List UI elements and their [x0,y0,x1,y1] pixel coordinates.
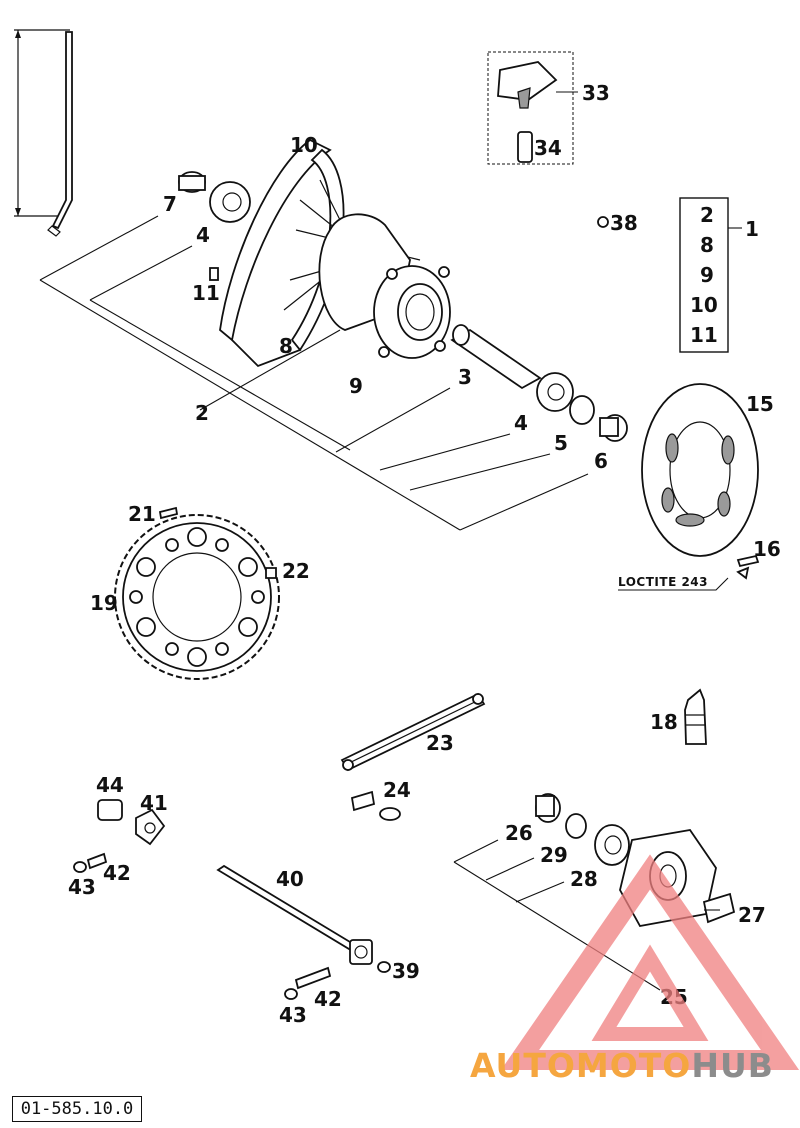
callout-44: 44 [96,773,124,797]
callout-39: 39 [392,959,420,983]
callout-41: 41 [140,791,168,815]
callout-7: 7 [163,192,177,216]
callout-26: 26 [505,821,533,845]
chain-drawing [340,692,486,821]
axle-drawing [216,864,391,973]
watermark-part1: AUTOMOTO [470,1046,692,1085]
callout-38: 38 [610,211,638,235]
bottle-drawing [684,688,707,745]
callout-2: 2 [195,401,209,425]
callout-43: 43 [279,1003,307,1027]
callout-34: 34 [534,136,562,160]
axle-parts-drawing [450,324,628,442]
callout-21: 21 [128,502,156,526]
leader-lines [39,215,589,531]
callout-9: 9 [349,374,363,398]
callout-16: 16 [753,537,781,561]
callout-15: 15 [746,392,774,416]
callout-4: 4 [514,411,528,435]
watermark-text: AUTOMOTOHUB [470,1046,774,1085]
callout-43: 43 [68,875,96,899]
callout-5: 5 [554,431,568,455]
kit-label: 1 [745,217,759,241]
callout-6: 6 [594,449,608,473]
sprocket-drawing [114,506,280,680]
callout-28: 28 [570,867,598,891]
callout-42: 42 [314,987,342,1011]
kit-item: 2 [700,203,714,227]
callout-40: 40 [276,867,304,891]
kit-item: 10 [690,293,718,317]
watermark-logo [500,854,800,1070]
valve-box [487,51,578,165]
callout-29: 29 [540,843,568,867]
chain-adjuster-drawing [73,799,166,873]
rear-wheel-drawing [178,138,451,368]
callout-11: 11 [192,281,220,305]
kit-item: 9 [700,263,714,287]
callout-3: 3 [458,365,472,389]
callout-27: 27 [738,903,766,927]
leader-lines [453,839,720,991]
callout-19: 19 [90,591,118,615]
kit-item: 11 [690,323,718,347]
sprocket-carrier-drawing [535,793,736,928]
spoke-drawing [14,29,73,237]
kit-box [679,197,729,353]
reference-code: 01-585.10.0 [12,1096,142,1122]
callout-8: 8 [279,334,293,358]
brake-disc-drawing [641,383,760,580]
watermark-part2: HUB [691,1046,774,1085]
kit-item: 8 [700,233,714,257]
callout-4: 4 [196,223,210,247]
loctite-note: LOCTITE 243 [618,575,708,589]
callout-23: 23 [426,731,454,755]
nut-icon [597,216,609,228]
callout-24: 24 [383,778,411,802]
callout-18: 18 [650,710,678,734]
bolt-drawing [284,966,332,1000]
callout-42: 42 [103,861,131,885]
callout-10: 10 [290,133,318,157]
callout-33: 33 [582,81,610,105]
callout-22: 22 [282,559,310,583]
